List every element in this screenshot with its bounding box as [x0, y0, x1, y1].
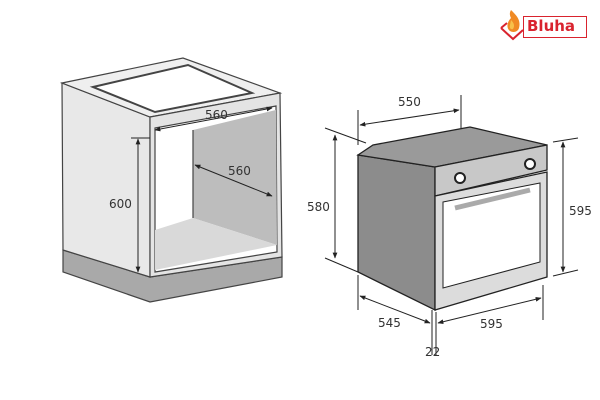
cabinet [59, 57, 283, 303]
cabinet-floor [155, 218, 277, 270]
cabinet-height-label: 600 [109, 197, 132, 211]
cabinet-hob [89, 63, 256, 114]
oven-control-panel [434, 144, 548, 197]
cabinet-width-arrow [154, 106, 273, 132]
oven-top-depth-label: 550 [398, 95, 421, 109]
brand-name: Bluha [527, 17, 576, 35]
oven-width-arrow [437, 296, 542, 325]
oven-front-height-label: 595 [569, 204, 592, 218]
oven-knob-right [524, 158, 536, 170]
oven-side-height-label: 580 [307, 200, 330, 214]
cabinet-depth-label: 560 [228, 164, 251, 178]
oven-window [442, 182, 541, 289]
oven-handle [454, 187, 531, 211]
oven-bottom-depth-arrow [359, 295, 431, 324]
cabinet-dimensions [131, 106, 273, 273]
oven-door-thickness-label: 22 [425, 345, 440, 359]
oven-dimensions [324, 95, 579, 355]
oven-top-depth-arrow [359, 108, 460, 127]
cabinet-depth-arrow [194, 164, 273, 197]
oven-bottom-depth-label: 545 [378, 316, 401, 330]
brand-logo: Bluha [497, 8, 593, 42]
flame-icon [500, 10, 524, 41]
oven-side [357, 154, 436, 312]
oven [356, 126, 548, 312]
oven-top [356, 126, 548, 168]
cabinet-width-label: 560 [205, 108, 228, 122]
oven-width-label: 595 [480, 317, 503, 331]
logo-frame [523, 16, 587, 38]
oven-knob-left [454, 172, 466, 184]
